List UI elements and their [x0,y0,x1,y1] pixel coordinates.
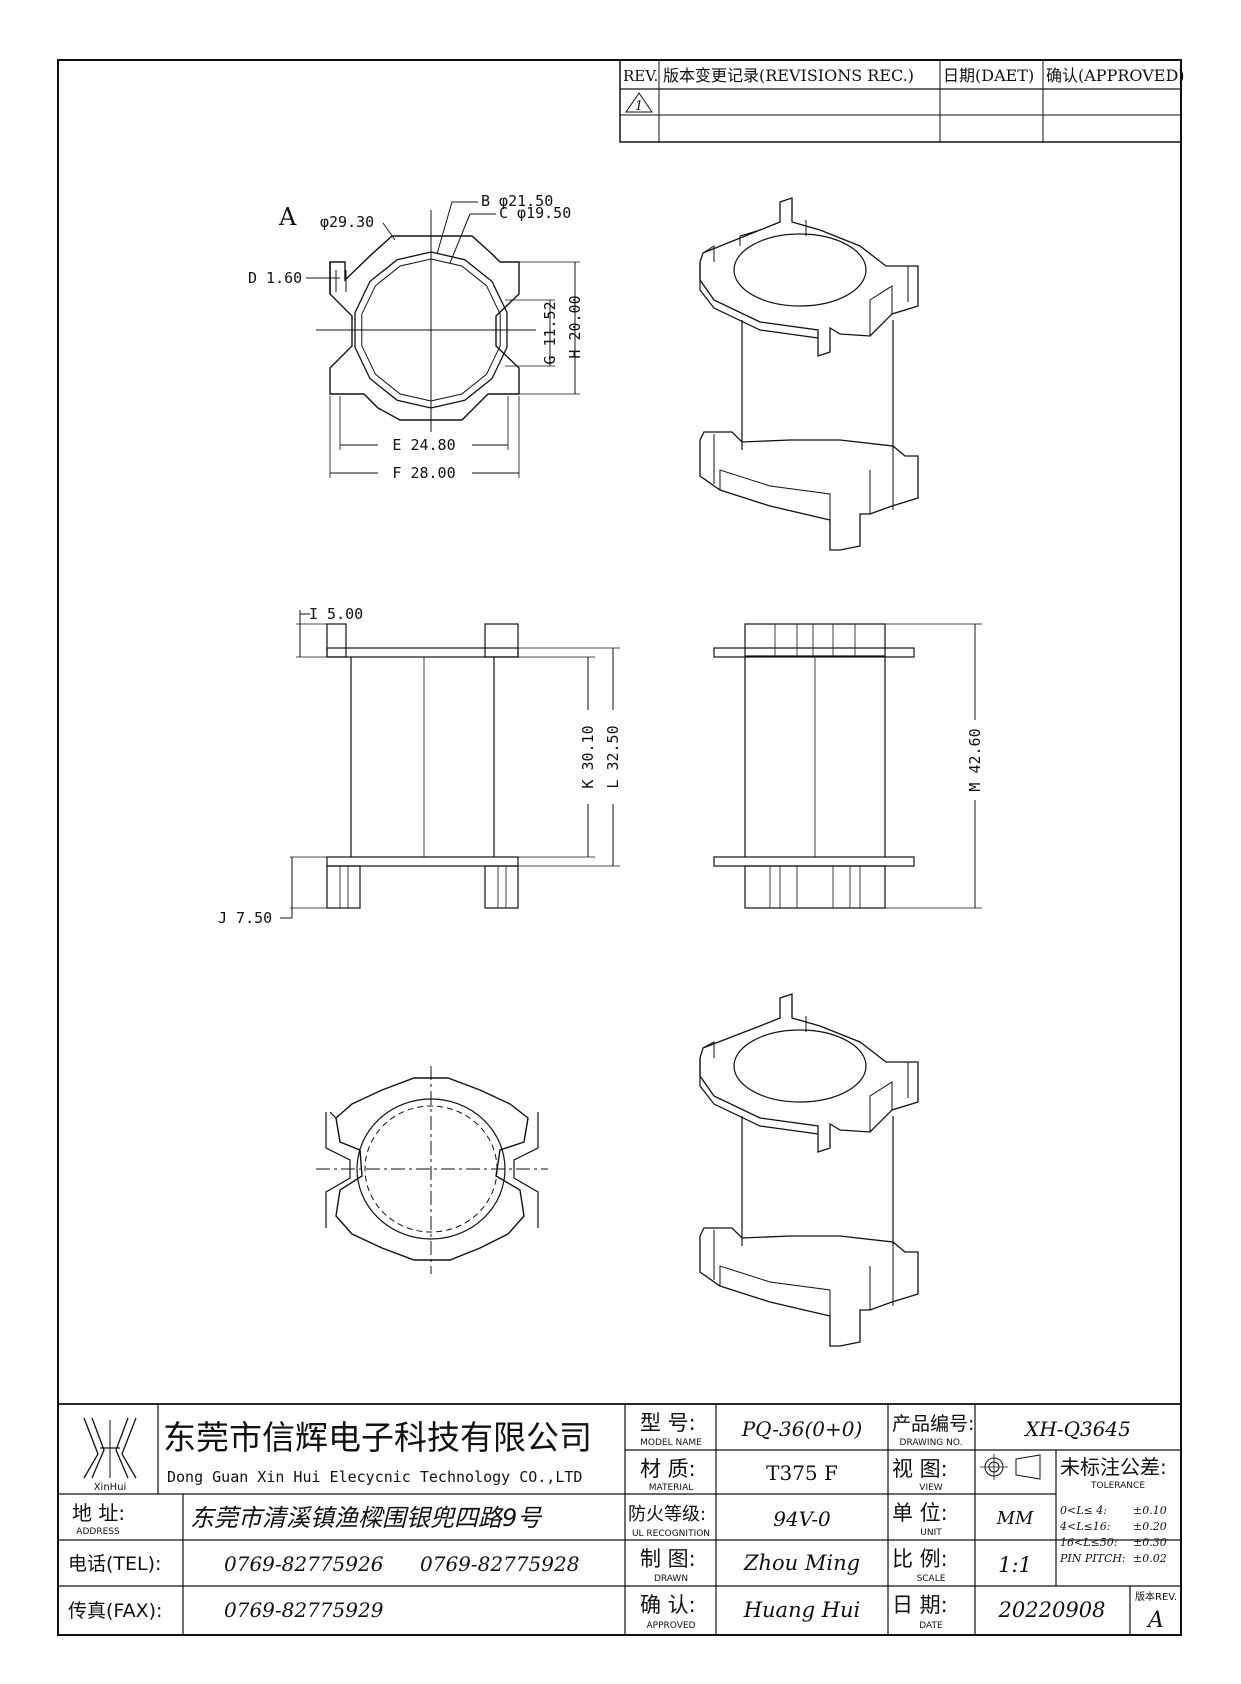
dim-g: G 11.52 [541,301,559,364]
dim-f: F 28.00 [392,464,455,482]
isometric-view-bottom [699,993,919,1347]
view-label-a: A [278,203,297,231]
tolerance-range: PIN PITCH: [1059,1552,1126,1565]
material-label: 材 质: [640,1457,696,1481]
dim-j: J 7.50 [218,909,272,927]
dim-k: K 30.10 [579,725,597,788]
unit-label: 单 位: [892,1501,948,1525]
fax-number: 0769-82775929 [224,1598,384,1622]
approved-header: 确认(APPROVED) [1046,66,1185,85]
date-header: 日期(DAET) [943,66,1034,85]
tolerance-table: 0<L≤ 4: ±0.10 4<L≤16: ±0.20 16<L≤50: ±0.… [1059,1504,1167,1565]
tolerance-value: ±0.02 [1133,1552,1167,1565]
side-view: I 5.00 J 7.50 K 30.10 L 32.50 [218,605,623,927]
approved-value: Huang Hui [743,1598,861,1622]
drawing-no-value: XH-Q3645 [1023,1417,1131,1441]
unit-label-en: UNIT [920,1528,942,1538]
tel-label: 电话(TEL): [68,1553,161,1575]
dim-e: E 24.80 [392,436,455,454]
tel-number-2: 0769-82775928 [420,1552,579,1576]
tolerance-value: ±0.20 [1133,1520,1167,1533]
tolerance-value: ±0.10 [1133,1504,1167,1517]
date-label-en: DATE [919,1621,943,1631]
title-block: XinHui 东莞市信辉电子科技有限公司 Dong Guan Xin Hui E… [57,1403,1182,1636]
unit-value: MM [996,1508,1034,1529]
projection-symbol-icon [980,1454,1041,1480]
model-value: PQ-36(0+0) [741,1417,863,1441]
ul-label-en: UL RECOGNITION [632,1529,710,1539]
drawn-value: Zhou Ming [743,1551,860,1575]
view-label-en: VIEW [919,1483,942,1493]
company-name-cn: 东莞市信辉电子科技有限公司 [163,1418,592,1457]
tolerance-label-en: TOLERANCE [1090,1481,1145,1491]
record-header: 版本变更记录(REVISIONS REC.) [663,66,914,85]
dim-m: M 42.60 [966,728,984,791]
address-label-en: ADDRESS [76,1527,120,1537]
isometric-view-top [699,197,919,551]
date-value: 20220908 [998,1598,1106,1622]
ul-label: 防火等级: [628,1504,706,1525]
revision-triangle-icon [625,92,653,113]
top-view: A φ29.30 B φ21.50 C φ19.50 D 1.60 G 11.5… [248,192,584,482]
approved-label: 确 认: [640,1593,696,1617]
tolerance-range: 0<L≤ 4: [1060,1504,1107,1517]
tolerance-range: 4<L≤16: [1059,1520,1110,1533]
fax-label: 传真(FAX): [68,1600,162,1622]
model-label: 型 号: [640,1411,696,1435]
company-logo: XinHui [83,1417,137,1493]
model-label-en: MODEL NAME [640,1438,702,1448]
dim-l: L 32.50 [604,725,622,788]
date-label: 日 期: [892,1593,948,1617]
tolerance-value: ±0.30 [1133,1536,1167,1549]
dim-outer-diameter: φ29.30 [320,213,374,231]
ul-value: 94V-0 [773,1507,831,1531]
revision-table: REV. 版本变更记录(REVISIONS REC.) 日期(DAET) 确认(… [619,59,1185,143]
logo-text: XinHui [94,1482,127,1493]
company-name-en: Dong Guan Xin Hui Elecycnic Technology C… [167,1468,582,1486]
front-view: M 42.60 [713,623,985,909]
tolerance-range: 16<L≤50: [1060,1536,1117,1549]
address-label: 地 址: [72,1501,125,1525]
tel-number-1: 0769-82775926 [224,1552,384,1576]
scale-value: 1:1 [998,1553,1032,1577]
dim-b: B φ21.50 [481,192,553,210]
rev-label: 版本REV. [1135,1590,1177,1603]
drawing-no-label-en: DRAWING NO. [900,1438,963,1448]
drawn-label: 制 图: [640,1547,696,1571]
sheet-border [57,59,1182,1636]
drawing-no-label: 产品编号: [892,1413,974,1435]
scale-label-en: SCALE [917,1574,946,1584]
dim-d: D 1.60 [248,269,302,287]
dim-h: H 20.00 [566,295,584,358]
revision-number: 1 [635,99,643,114]
address-value: 东莞市清溪镇渔樑围银兜四路9号 [190,1504,543,1532]
drawn-label-en: DRAWN [654,1574,688,1584]
scale-label: 比 例: [892,1547,948,1571]
rev-value: A [1146,1608,1164,1633]
bottom-view [316,1066,548,1274]
rev-header: REV. [623,67,658,85]
material-value: T375 F [766,1461,838,1485]
view-label: 视 图: [892,1457,948,1481]
approved-label-en: APPROVED [647,1621,696,1631]
dim-c: C φ19.50 [499,204,571,222]
dim-i: I 5.00 [309,605,363,623]
tolerance-label: 未标注公差: [1060,1455,1167,1479]
material-label-en: MATERIAL [649,1483,694,1493]
